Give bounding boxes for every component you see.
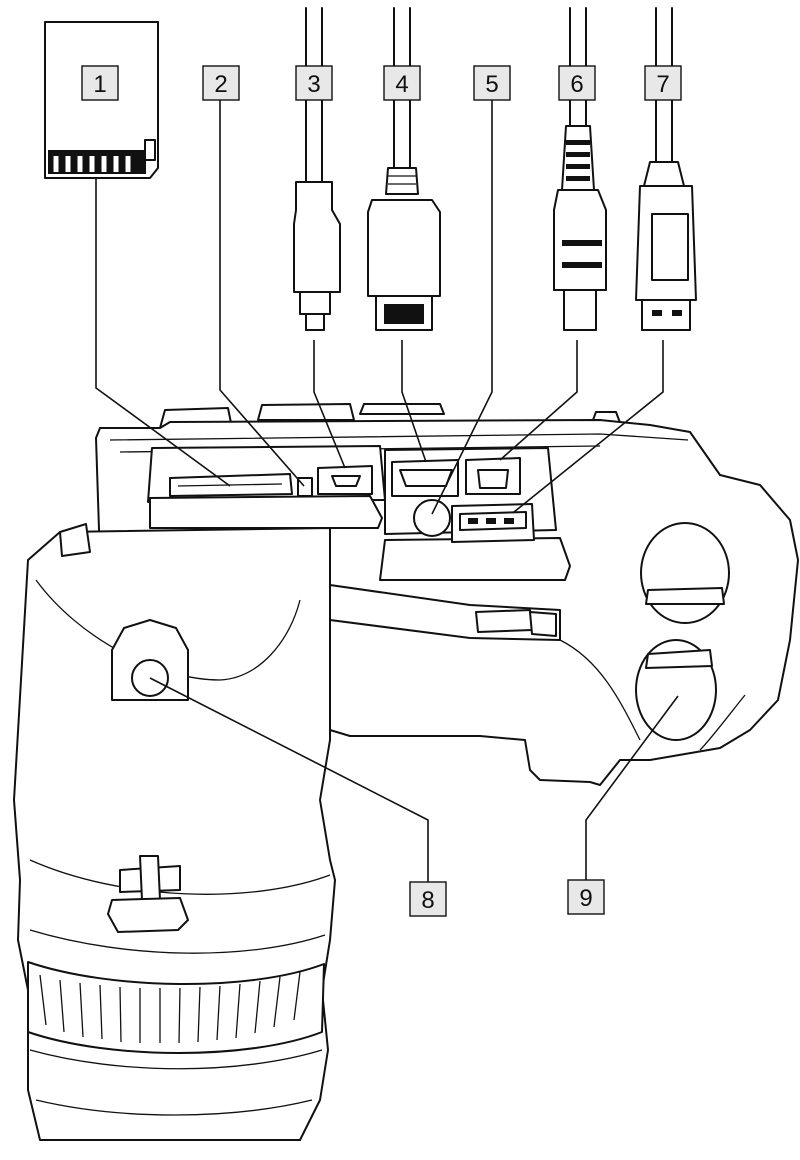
leader-line-8 <box>149 677 429 882</box>
callout-label-7: 7 <box>656 71 669 98</box>
leader-line-1 <box>95 178 231 487</box>
callout-4: 4 <box>383 65 421 101</box>
callout-8: 8 <box>409 881 447 917</box>
leader-line-4 <box>401 340 427 463</box>
callout-label-1: 1 <box>93 71 106 98</box>
usb-a-cable <box>635 7 697 331</box>
usb-mini-b-cable <box>553 7 607 331</box>
leader-line-9 <box>585 695 679 880</box>
callout-5: 5 <box>473 65 511 101</box>
callout-label-3: 3 <box>307 71 320 98</box>
callout-label-4: 4 <box>395 71 408 98</box>
leader-line-6 <box>499 340 578 461</box>
callout-label-8: 8 <box>421 887 434 914</box>
leader-line-7 <box>513 340 664 513</box>
callout-1: 1 <box>81 65 119 101</box>
mini-usb-cable <box>293 7 341 331</box>
callout-2: 2 <box>202 65 240 101</box>
callout-label-6: 6 <box>570 71 583 98</box>
callout-label-2: 2 <box>214 71 227 98</box>
camera-body <box>95 403 799 786</box>
camera-lens-barrel <box>13 523 336 1141</box>
callout-label-9: 9 <box>579 885 592 912</box>
callout-6: 6 <box>558 65 596 101</box>
callout-label-5: 5 <box>485 71 498 98</box>
leader-line-5 <box>431 100 493 515</box>
callout-9: 9 <box>567 879 605 915</box>
callout-3: 3 <box>295 65 333 101</box>
hdmi-cable <box>367 7 441 331</box>
leader-line-2 <box>219 100 305 487</box>
leader-line-3 <box>313 340 346 469</box>
leader-lines <box>95 100 679 882</box>
callout-7: 7 <box>644 65 682 101</box>
